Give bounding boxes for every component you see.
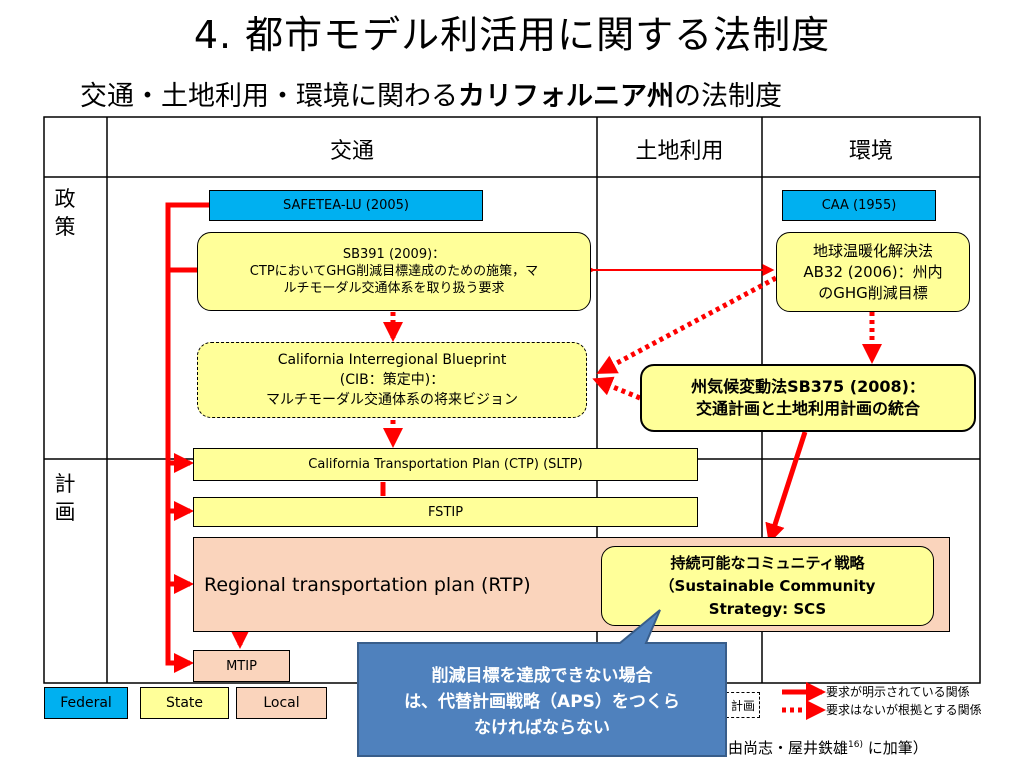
- callout-line-2: は、代替計画戦略（APS）をつくら: [404, 692, 680, 712]
- rtp-label: Regional transportation plan (RTP): [204, 573, 531, 596]
- subtitle-bold: カリフォルニア州: [458, 81, 674, 112]
- column-header-environment: 環境: [848, 139, 893, 164]
- legend-local: Local: [236, 687, 327, 719]
- sb391-line-3: ルチモーダル交通体系を取り扱う要求: [283, 281, 505, 296]
- slide-subtitle: 交通・土地利用・環境に関わるカリフォルニア州の法制度: [80, 74, 940, 113]
- aps-callout: 削減目標を達成できない場合 は、代替計画戦略（APS）をつくら なければならない: [358, 650, 726, 754]
- ctp-box: California Transportation Plan (CTP) (SL…: [193, 448, 698, 481]
- sb391-box: SB391 (2009)： CTPにおいてGHG削減目標達成のための施策，マ ル…: [197, 232, 591, 311]
- sb375-to-scs-arrow: [765, 431, 808, 544]
- federal-spine-arrow: [165, 202, 209, 673]
- subtitle-suffix: の法制度: [674, 81, 782, 112]
- ab32-line-2: AB32 (2006)：州内: [803, 262, 943, 281]
- legend-solid-label: 要求が明示されている関係: [826, 685, 970, 699]
- row-label-policy: 政策: [54, 187, 76, 239]
- sb375-line-2: 交通計画と土地利用計画の統合: [695, 399, 920, 418]
- legend-federal: Federal: [44, 687, 128, 719]
- cib-box: California Interregional Blueprint (CIB：…: [197, 342, 587, 418]
- cib-line-2: (CIB：策定中)：: [339, 372, 445, 388]
- callout-line-1: 削減目標を達成できない場合: [431, 666, 653, 686]
- legend-state: State: [140, 687, 229, 719]
- source-text: 由尚志・屋井鉄雄: [728, 739, 849, 757]
- ab32-box: 地球温暖化解決法 AB32 (2006)：州内 のGHG削減目標: [776, 232, 970, 312]
- sb375-box: 州気候変動法SB375 (2008)： 交通計画と土地利用計画の統合: [640, 364, 976, 432]
- slide-title: 4. 都市モデル利活用に関する法制度: [193, 13, 831, 57]
- scs-line-3: Strategy: SCS: [708, 599, 827, 618]
- source-end: に加筆）: [862, 739, 928, 757]
- scs-line-2: （Sustainable Community: [659, 576, 876, 595]
- scs-line-1: 持続可能なコミュニティ戦略: [670, 553, 865, 572]
- legend-dotted-label: 要求はないが根拠とする関係: [826, 703, 982, 717]
- safetea-box: SAFETEA-LU (2005): [209, 190, 483, 221]
- mtip-box: MTIP: [193, 650, 290, 682]
- source-sup: 16): [848, 740, 863, 750]
- column-header-landuse: 土地利用: [635, 139, 724, 164]
- subtitle-prefix: 交通・土地利用・環境に関わる: [80, 81, 458, 112]
- cib-line-3: マルチモーダル交通体系の将来ビジョン: [266, 392, 518, 408]
- fstip-box: FSTIP: [193, 497, 698, 527]
- column-header-transport: 交通: [329, 139, 374, 164]
- caa-box: CAA (1955): [782, 190, 936, 221]
- sb391-line-1: SB391 (2009)：: [342, 247, 446, 262]
- row-label-plan: 計画: [54, 472, 76, 524]
- callout-line-3: なければならない: [474, 718, 610, 738]
- cib-line-1: California Interregional Blueprint: [277, 352, 507, 368]
- sb391-line-2: CTPにおいてGHG削減目標達成のための施策，マ: [249, 264, 539, 279]
- source-citation: 由尚志・屋井鉄雄16) に加筆）: [728, 737, 928, 758]
- ab32-line-3: のGHG削減目標: [818, 283, 928, 302]
- sb375-line-1: 州気候変動法SB375 (2008)：: [691, 377, 925, 396]
- ab32-line-1: 地球温暖化解決法: [812, 241, 933, 260]
- ab32-to-cib-dotted-arrow: [596, 275, 778, 375]
